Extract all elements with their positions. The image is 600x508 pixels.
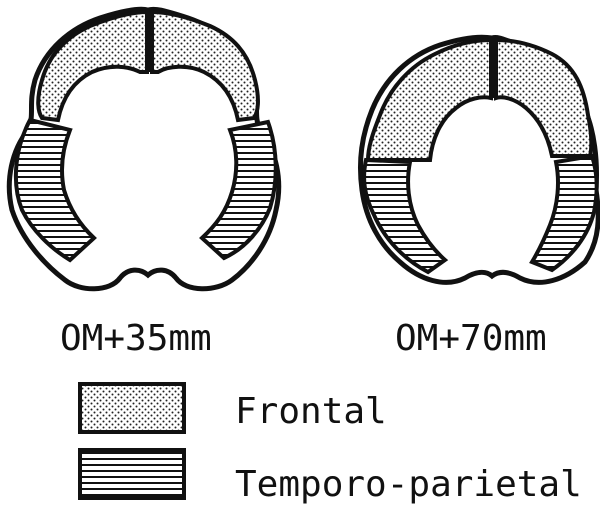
slice-om70 [360, 37, 598, 282]
slice-label-om35: OM+35mm [60, 318, 212, 359]
legend-label-temporo-parietal: Temporo-parietal [235, 464, 582, 505]
slice-label-om70: OM+70mm [395, 318, 547, 359]
legend: Frontal Temporo-parietal [80, 384, 582, 505]
legend-swatch-temporo-parietal [80, 450, 184, 498]
legend-label-frontal: Frontal [235, 391, 387, 432]
slice-om35 [9, 9, 278, 288]
legend-swatch-frontal [80, 384, 184, 432]
